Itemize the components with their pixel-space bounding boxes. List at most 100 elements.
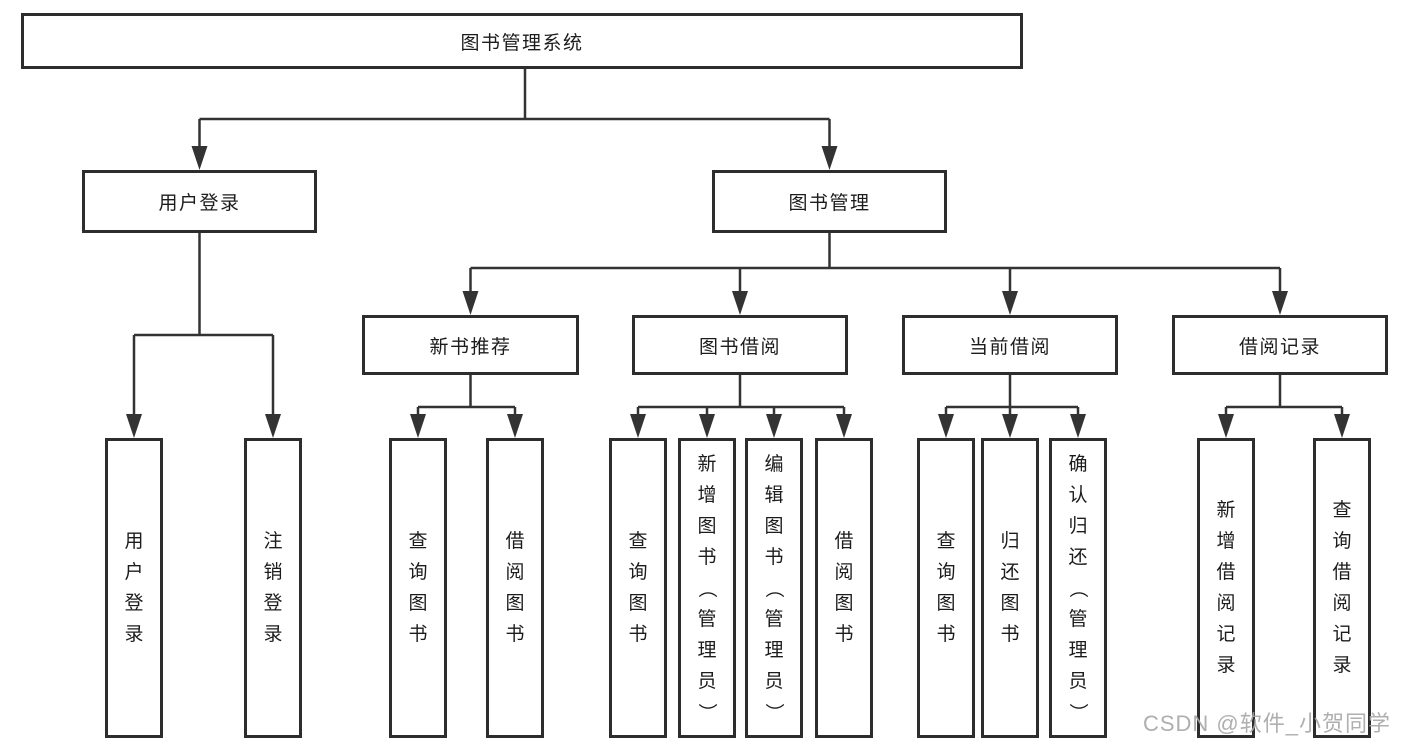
vertical-label-char: 图: [697, 515, 717, 537]
vertical-label-char: 书: [505, 624, 525, 645]
vertical-label-char: 阅: [834, 562, 854, 583]
vertical-label-char: 询: [408, 562, 428, 583]
vertical-label-char: （: [696, 578, 718, 598]
vertical-label-char: 归: [1068, 515, 1088, 537]
connector-current-borrow: [944, 375, 1080, 414]
vertical-label-char: 录: [263, 624, 283, 645]
vertical-label-char: 新: [1216, 500, 1236, 521]
vertical-label-char: （: [763, 578, 785, 598]
vertical-label-char: 查: [936, 531, 956, 552]
node-book-borrow-label: 图书借阅: [698, 336, 781, 358]
vertical-label-char: 归: [1000, 531, 1020, 552]
csdn-watermark: CSDN @软件_小贺同学: [1142, 711, 1391, 736]
vertical-label-char: 记: [1216, 624, 1236, 645]
node-root: 图书管理系统: [21, 13, 1023, 69]
arrow-icon: [1002, 291, 1018, 315]
vertical-label-char: 书: [936, 624, 956, 645]
leaf-query-book-recommend: 查询图书: [389, 438, 447, 738]
leaf-logout: 注销登录: [244, 438, 302, 738]
arrow-icon: [462, 291, 479, 315]
vertical-label-char: 管: [764, 608, 784, 630]
arrowheads: [126, 146, 1350, 438]
vertical-label-char: 录: [1332, 655, 1352, 676]
vertical-label-char: 图: [764, 515, 784, 537]
arrow-icon: [1070, 414, 1086, 438]
connector-borrow-record: [1224, 375, 1344, 414]
vertical-label-char: ）: [763, 702, 785, 722]
leaf-confirm-return-admin: 确认归还 （ 管理员 ）: [1049, 438, 1107, 738]
vertical-label-char: 登: [124, 593, 144, 614]
node-book-management: 图书管理: [712, 170, 947, 233]
leaf-add-book-admin: 新增图书（管理员）: [678, 438, 736, 738]
vertical-label-char: 增: [697, 484, 717, 506]
vertical-label-char: 辑: [764, 484, 784, 506]
vertical-label-char: 查: [628, 531, 648, 552]
arrow-icon: [1002, 414, 1018, 438]
node-current-borrow: 当前借阅: [902, 315, 1118, 375]
arrow-icon: [821, 146, 838, 170]
arrow-icon: [836, 414, 852, 438]
vertical-label-char: 图: [408, 593, 428, 614]
leaf-edit-book-admin: 编辑图书（管理员）: [745, 438, 803, 738]
leaf-user-login: 用户登录: [105, 438, 163, 738]
vertical-label-char: 录: [1216, 655, 1236, 676]
vertical-label-char: 管: [697, 608, 717, 630]
vertical-label-char: 图: [936, 593, 956, 614]
vertical-label-char: 阅: [1216, 593, 1236, 614]
node-new-book-recommend-label: 新书推荐: [429, 336, 512, 358]
vertical-label-char: 书: [834, 624, 854, 645]
vertical-label-char: 询: [936, 562, 956, 583]
vertical-label-char: （: [1067, 578, 1089, 598]
vertical-label-char: 图: [834, 593, 854, 614]
leaf-borrow-book-recommend: 借阅图书: [486, 438, 544, 738]
vertical-label-char: 理: [1068, 639, 1088, 661]
arrow-icon: [938, 414, 954, 438]
arrow-icon: [126, 414, 142, 438]
vertical-label-char: 阅: [1332, 593, 1352, 614]
vertical-label-char: 书: [697, 546, 717, 568]
arrow-icon: [630, 414, 646, 438]
vertical-label-char: 管: [1068, 608, 1088, 630]
connector-root: [198, 69, 831, 146]
vertical-label-char: 借: [1332, 562, 1352, 583]
node-borrow-record: 借阅记录: [1172, 315, 1388, 375]
vertical-label-char: 理: [697, 639, 717, 661]
vertical-label-char: 阅: [505, 562, 525, 583]
vertical-label-char: 查: [1332, 500, 1352, 521]
vertical-label-char: 图: [1000, 593, 1020, 614]
vertical-label-char: 图: [628, 593, 648, 614]
vertical-label-char: 登: [263, 593, 283, 614]
vertical-label-char: 员: [1068, 670, 1088, 692]
arrow-icon: [1218, 414, 1234, 438]
node-user-login-label: 用户登录: [158, 193, 241, 214]
arrow-icon: [191, 146, 208, 170]
vertical-label-char: 认: [1068, 484, 1088, 506]
vertical-label-char: 录: [124, 624, 144, 645]
vertical-label-char: 书: [764, 546, 784, 568]
vertical-label-char: 还: [1068, 546, 1088, 568]
arrow-icon: [507, 414, 523, 438]
vertical-label-char: 还: [1000, 562, 1020, 583]
arrow-icon: [732, 291, 748, 315]
vertical-label-char: ）: [1067, 702, 1089, 722]
leaf-query-book-current: 查询图书: [917, 438, 975, 738]
vertical-label-char: ）: [696, 702, 718, 722]
vertical-label-char: 用: [124, 531, 144, 552]
node-new-book-recommend: 新书推荐: [362, 315, 579, 375]
vertical-label-char: 书: [628, 624, 648, 645]
leaf-query-borrow-record: 查询借阅记录: [1313, 438, 1371, 738]
node-book-borrow: 图书借阅: [632, 315, 848, 375]
vertical-label-char: 记: [1332, 624, 1352, 645]
vertical-label-char: 注: [263, 531, 283, 552]
arrow-icon: [265, 414, 281, 438]
leaf-add-borrow-record: 新增借阅记录: [1197, 438, 1255, 738]
arrow-icon: [1334, 414, 1350, 438]
leaf-query-book-borrow: 查询图书: [609, 438, 667, 738]
arrow-icon: [410, 414, 426, 438]
connector-book-borrow: [636, 375, 846, 414]
vertical-label-char: 确: [1068, 453, 1088, 475]
node-current-borrow-label: 当前借阅: [968, 336, 1051, 358]
vertical-label-char: 询: [1332, 531, 1352, 552]
vertical-label-char: 新: [697, 453, 717, 475]
